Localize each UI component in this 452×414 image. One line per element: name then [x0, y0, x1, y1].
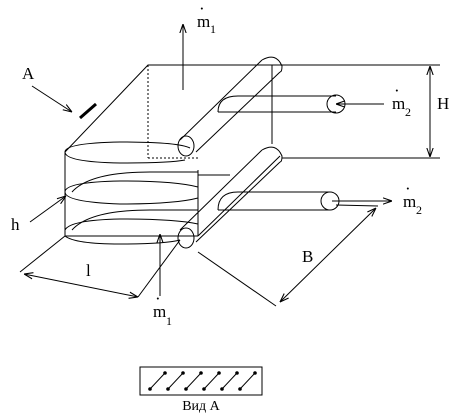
a-view-mark [79, 102, 97, 120]
view-a-inset: Вид А [139, 366, 263, 414]
label-m2-upper: m 2 · [392, 81, 411, 119]
view-a-caption: Вид А [182, 399, 220, 414]
view-a-diagonals [149, 372, 256, 390]
svg-text:m: m [197, 12, 210, 31]
label-b: B [302, 247, 313, 266]
label-m1-top: m 1 · [197, 0, 216, 36]
upper-m2-pipe [217, 94, 346, 114]
svg-text:2: 2 [416, 203, 422, 217]
label-l: l [86, 261, 91, 280]
a-view-arrow [31, 85, 72, 112]
svg-text:1: 1 [166, 314, 172, 328]
svg-text:·: · [394, 81, 400, 100]
lower-tube [177, 146, 283, 249]
svg-text:m: m [153, 302, 166, 321]
svg-text:m: m [392, 94, 405, 113]
svg-text:1: 1 [210, 22, 216, 36]
h-small-arrow [29, 196, 66, 223]
svg-text:·: · [405, 179, 411, 198]
upper-tube [177, 56, 283, 157]
label-m2-lower: m 2 · [403, 179, 422, 217]
flow-dot: · [199, 0, 205, 18]
dim-b [197, 204, 379, 307]
svg-text:·: · [155, 289, 161, 308]
dim-h [272, 64, 440, 159]
label-a: A [22, 64, 35, 83]
svg-text:m: m [403, 192, 416, 211]
coil-cylinder [64, 141, 199, 245]
label-h-small: h [11, 215, 20, 234]
label-m1-bottom: m 1 · [153, 289, 172, 328]
label-h-dim: H [437, 94, 449, 113]
svg-text:2: 2 [405, 105, 411, 119]
view-a-dots [148, 371, 257, 391]
dim-l [19, 235, 181, 297]
